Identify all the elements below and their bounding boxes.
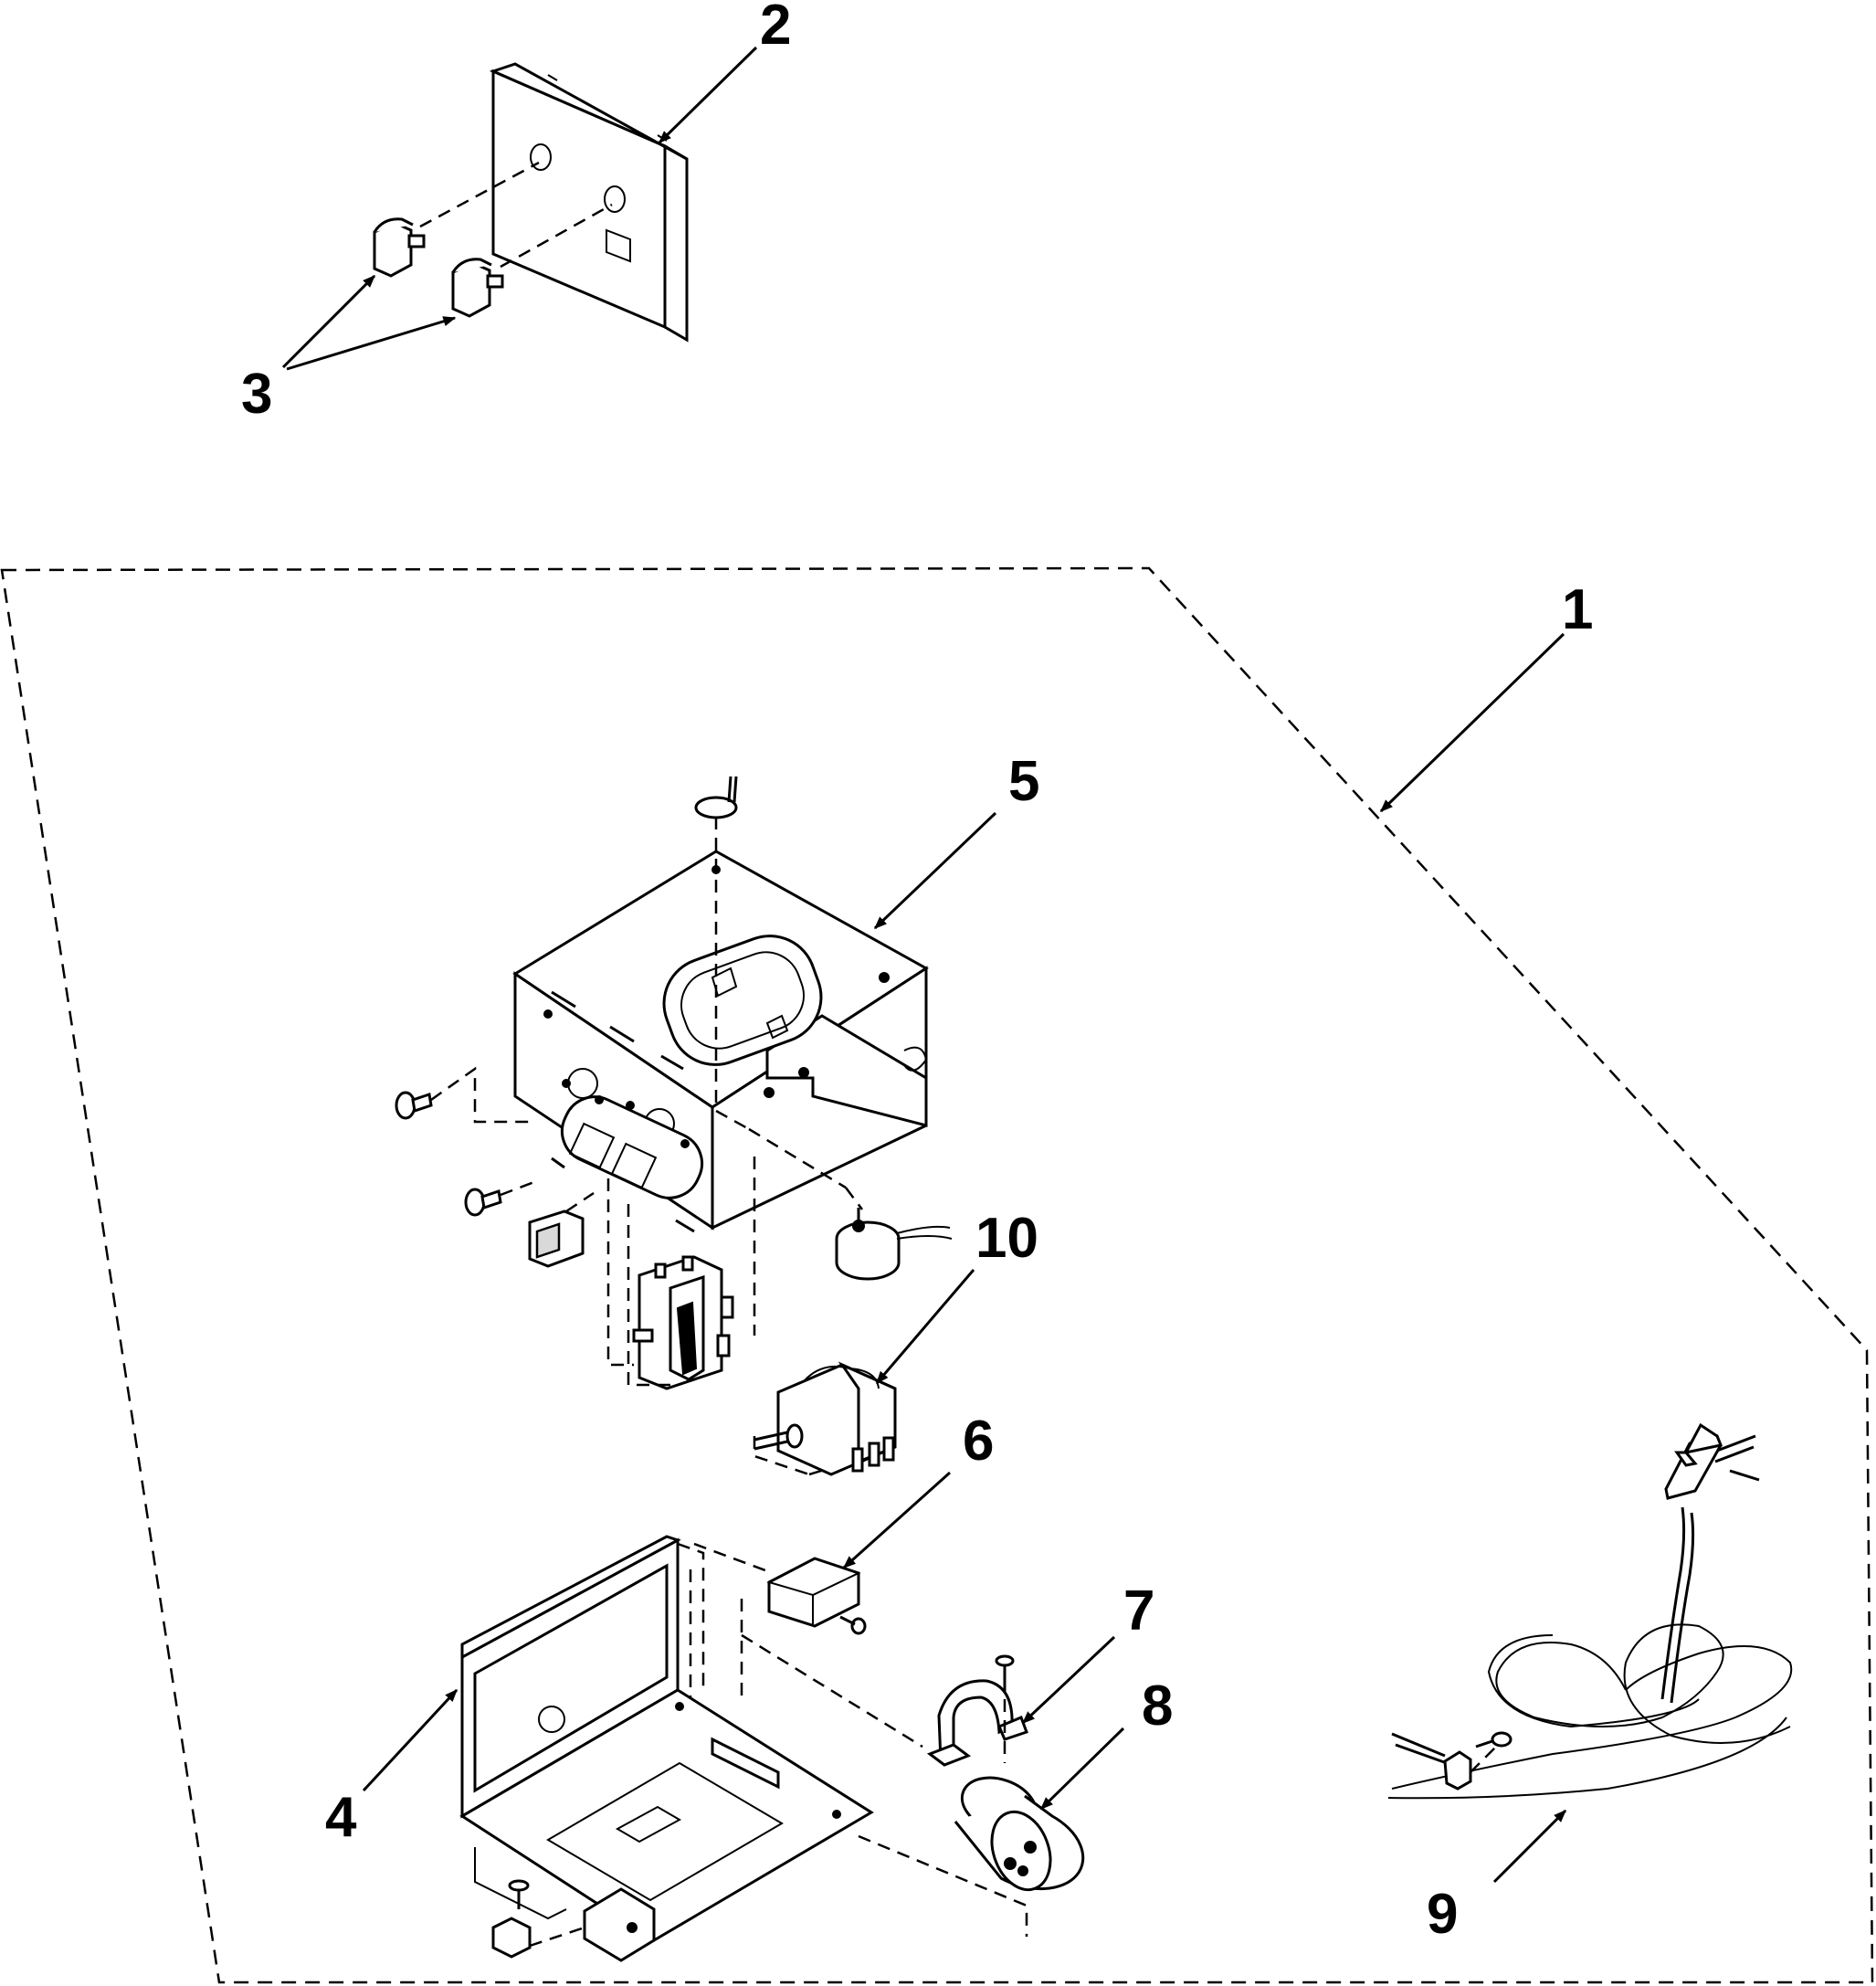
callout-4: 4 xyxy=(325,1786,357,1849)
leader-9 xyxy=(1492,1809,1567,1884)
assembly-boundary xyxy=(0,566,1874,1984)
power-cord-part xyxy=(1387,1422,1793,1800)
leader-4 xyxy=(362,1688,458,1792)
leader-8 xyxy=(1039,1727,1125,1811)
leader-5 xyxy=(873,811,997,930)
selector-switch-part xyxy=(753,1361,897,1476)
control-panel-part xyxy=(489,62,689,343)
base-plate-part xyxy=(459,1535,874,1962)
leader-2 xyxy=(658,46,758,144)
capacitor-strap-part xyxy=(741,1633,1028,1767)
leader-6 xyxy=(842,1471,952,1569)
timer-switch-part xyxy=(606,1157,756,1390)
leader-10 xyxy=(875,1269,975,1385)
rocker-switch-part xyxy=(528,1191,595,1268)
callout-5: 5 xyxy=(1008,750,1039,813)
screw-left-part xyxy=(395,1066,540,1217)
capacitor-part xyxy=(858,1776,1085,1937)
leader-1 xyxy=(1379,632,1565,813)
base-clip-part xyxy=(491,1879,585,1959)
motor-part xyxy=(835,1187,953,1281)
noise-filter-part xyxy=(693,1542,867,1699)
callout-9: 9 xyxy=(1427,1883,1458,1946)
callout-2: 2 xyxy=(760,0,791,57)
callout-8: 8 xyxy=(1142,1674,1173,1738)
knob-part xyxy=(373,161,613,318)
screw-top-part xyxy=(694,776,738,819)
callout-1: 1 xyxy=(1562,578,1593,641)
callout-6: 6 xyxy=(963,1410,994,1473)
leader-3a xyxy=(281,274,376,369)
leader-7 xyxy=(1021,1635,1116,1725)
callout-7: 7 xyxy=(1123,1579,1154,1643)
callout-10: 10 xyxy=(975,1207,1038,1270)
chassis-bracket-part xyxy=(512,817,929,1233)
callout-3: 3 xyxy=(241,363,272,426)
leader-3b xyxy=(286,316,457,371)
